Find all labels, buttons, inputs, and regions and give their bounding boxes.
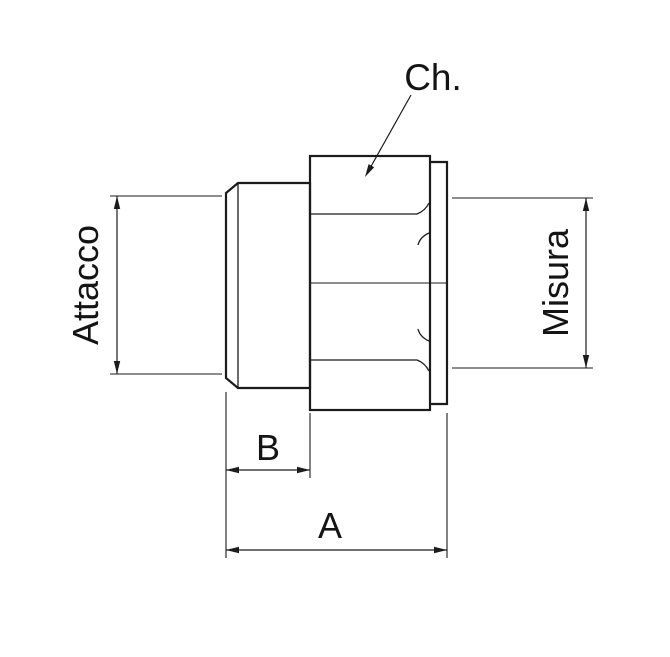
- attacco-label: Attacco: [65, 225, 106, 345]
- hex-flat-boundary-top: [310, 202, 430, 215]
- a-label: A: [318, 505, 342, 546]
- ch-leader-line: [368, 94, 412, 171]
- end-cap-outline: [430, 160, 449, 406]
- ch-leader-arrowhead: [365, 164, 375, 177]
- misura-arrowhead-bottom: [582, 355, 590, 368]
- dimension-misura: Misura: [452, 197, 593, 369]
- attacco-arrowhead-bottom: [113, 361, 121, 374]
- b-label: B: [256, 427, 280, 468]
- fitting-body: [224, 154, 449, 412]
- dimension-a: A: [226, 413, 448, 558]
- misura-label: Misura: [535, 228, 576, 337]
- ch-label: Ch.: [404, 57, 462, 98]
- hex-chamfer-arc-lower: [417, 328, 430, 342]
- a-arrowhead-right: [434, 546, 447, 554]
- dimension-attacco: Attacco: [65, 195, 222, 375]
- hex-chamfer-arc-upper: [417, 232, 430, 246]
- a-arrowhead-left: [226, 546, 239, 554]
- callout-ch: Ch.: [365, 57, 462, 177]
- misura-arrowhead-top: [582, 198, 590, 211]
- attacco-arrowhead-top: [113, 196, 121, 209]
- dimension-b: B: [225, 392, 311, 558]
- b-arrowhead-left: [226, 466, 239, 474]
- hex-flat-boundary-bottom: [310, 359, 430, 372]
- b-arrowhead-right: [297, 466, 310, 474]
